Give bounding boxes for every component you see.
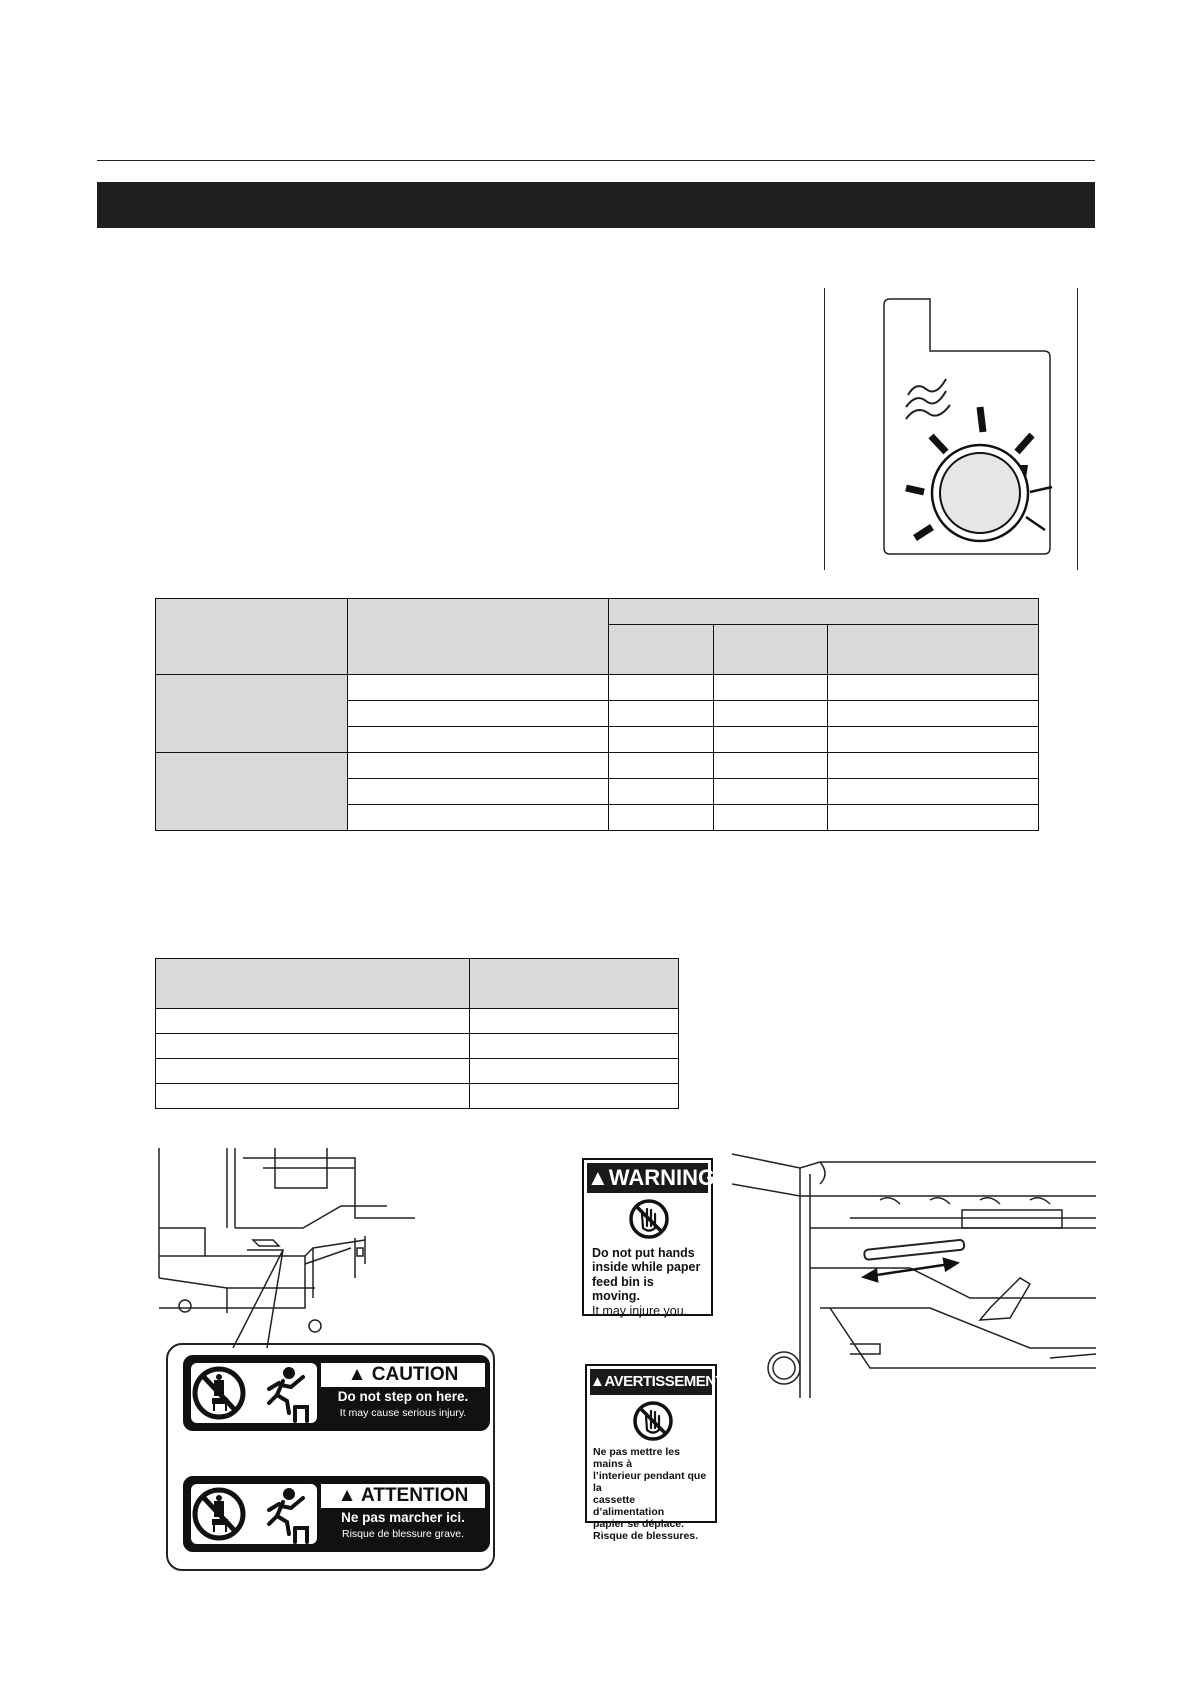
avertissement-note: Risque de blessures. [593, 1530, 699, 1543]
avertissement-card: ▲AVERTISSEMENT Ne pas mettre les mains à… [585, 1364, 725, 1542]
attention-pictogram-panel [191, 1484, 317, 1544]
no-hands-icon [633, 1401, 673, 1441]
table-header-cell [346, 598, 610, 675]
falling-person-icon [267, 1367, 309, 1423]
feed-bin-illustration [731, 1153, 1096, 1398]
attention-line1: Ne pas marcher ici. [341, 1510, 465, 1525]
avertissement-line: l’interieur pendant que la [593, 1470, 707, 1495]
no-stepping-icon [192, 1487, 309, 1544]
table-header-cell [608, 598, 1039, 625]
warning-note: It may injure you. [592, 1303, 688, 1318]
table-row [154, 1058, 679, 1084]
double-arrow-icon [860, 1257, 960, 1283]
table-row [156, 726, 1039, 753]
warning-line: inside while paper [592, 1260, 701, 1275]
table-header-cell [827, 624, 1039, 675]
avertissement-card-text: Ne pas mettre les mains à l’interieur pe… [593, 1446, 709, 1543]
paper-table [154, 958, 679, 1109]
machine-base-illustration [158, 1148, 415, 1348]
table-row [154, 1083, 679, 1109]
avertissement-line: cassette d’alimentation [593, 1494, 665, 1519]
feed-shaft [863, 1238, 966, 1261]
table-header-cell [713, 624, 829, 675]
knob-dial-icon [883, 298, 1053, 555]
caution-pictogram-panel [191, 1363, 317, 1423]
warning-triangle-icon: ▲ [587, 1165, 609, 1190]
table-header-cell [608, 624, 715, 675]
avertissement-card-title: ▲AVERTISSEMENT [590, 1369, 725, 1395]
warning-line: Do not put hands [592, 1246, 695, 1260]
figure-divider-right [1077, 288, 1078, 570]
table-row [156, 804, 1039, 831]
figure-divider-left [824, 288, 825, 570]
avertissement-line: papier se déplace. [593, 1518, 685, 1531]
table-header-cell [469, 958, 679, 1009]
settings-table [155, 598, 1039, 831]
caution-label: ▲ CAUTION Do not step on here. It may ca… [183, 1355, 490, 1431]
warning-card-text: Do not put hands inside while paper feed… [592, 1246, 705, 1318]
table-row [155, 752, 1039, 831]
table-header-cell [155, 598, 348, 675]
warning-line: feed bin is moving. [592, 1274, 654, 1304]
caution-line2: It may cause serious injury. [339, 1407, 467, 1419]
warning-triangle-icon: ▲ [337, 1485, 362, 1506]
no-stepping-icon [192, 1366, 309, 1423]
table-row [155, 674, 1039, 753]
section-title-bar [97, 182, 1095, 228]
falling-person-icon [267, 1488, 309, 1544]
avertissement-line: Ne pas mettre les mains à [593, 1446, 680, 1471]
table-row [154, 1008, 679, 1034]
warning-triangle-icon: ▲ [347, 1364, 372, 1385]
warning-card-title: ▲WARNING [587, 1163, 715, 1193]
warning-triangle-icon: ▲ [590, 1373, 605, 1390]
header-rule [97, 160, 1095, 161]
label-callout-frame [166, 1343, 495, 1571]
table-header-cell [154, 958, 471, 1009]
table-row [156, 778, 1039, 805]
attention-line2: Risque de blessure grave. [342, 1528, 464, 1540]
attention-title: ▲ ATTENTION [321, 1484, 485, 1508]
air-flow-icon [905, 378, 951, 420]
warning-card: ▲WARNING Do not put hands inside while p… [582, 1158, 715, 1318]
no-hands-icon [629, 1199, 669, 1239]
table-row [154, 1033, 679, 1059]
attention-label: ▲ ATTENTION Ne pas marcher ici. Risque d… [183, 1476, 490, 1552]
caution-line1: Do not step on here. [337, 1389, 469, 1404]
caution-title: ▲ CAUTION [321, 1363, 485, 1387]
